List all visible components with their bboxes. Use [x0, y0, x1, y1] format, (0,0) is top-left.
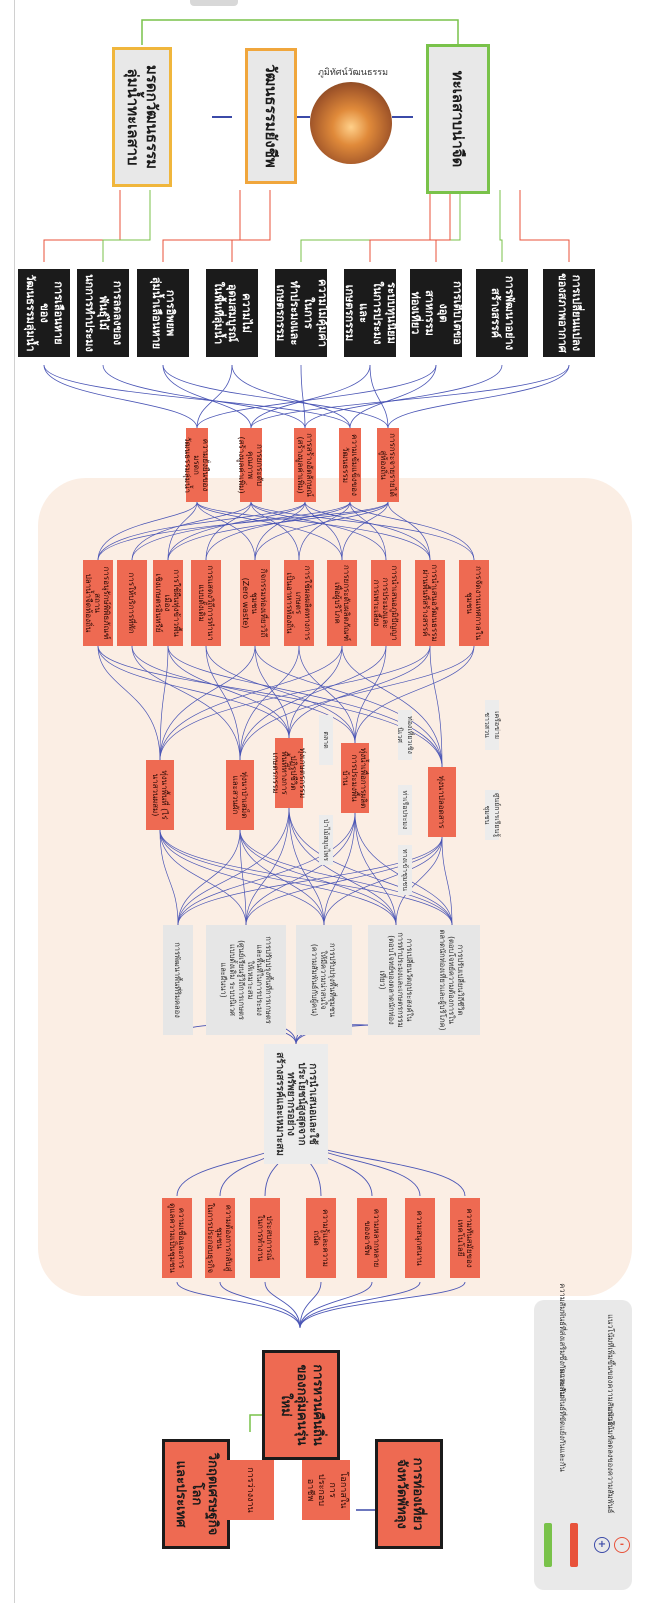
- approach-box: การปรับเปลี่ยนวิถีชีวิต(ตอบโจทย์ความต้อง…: [424, 925, 480, 1035]
- opportunity-box: โอกาสในการประกอบอาชีพ: [302, 1460, 350, 1520]
- outcome-box: การกระจายรายได้สู่ท้องถิ่น: [377, 428, 399, 502]
- strategy-box: การใช้ผลผลิตทางการเกษตรเป็นอาหารท้องถิ่น: [284, 560, 314, 646]
- strategy-box: การจัดงานเทศกาลในชุมชน: [459, 560, 489, 646]
- living-culture-box: วัฒนธรรมยังชีพ: [245, 48, 297, 184]
- legend-label: แนวโน้มที่ลดลงของความสัมพันธ์: [606, 1406, 615, 1514]
- subnote-label: ตลาด: [319, 715, 333, 765]
- unemployment-box: การว่างงาน: [226, 1460, 274, 1520]
- strategy-box: การอนุรักษ์พิพิธภัณฑ์สถานปลาน้ำจืดท้องถิ…: [83, 560, 113, 646]
- subnote-label: ท่าเรือประมง: [398, 785, 412, 835]
- plus-circle-icon: +: [594, 1537, 610, 1553]
- issue-box: ความไม่คุ้มค่าในการทำประมงและเกษตรกรรม: [274, 269, 329, 357]
- issue-box: การเลือนหายของวัฒนธรรมลุ่มน้ำ: [18, 269, 70, 357]
- space-box: ทุ่งนาป่าเสม็ดและสวนผัก: [226, 760, 254, 830]
- core-strategy-box: การนำเสนอและใช้ประโยชน์สูงสุดจากทรัพยากร…: [264, 1044, 328, 1164]
- approach-box: การพัฒนาพื้นที่ริมคลอง: [163, 925, 193, 1035]
- input-box: ความทันสมัยของเทคโนโลยี: [450, 1198, 480, 1278]
- subnote-label: ทางเข้าชุมชน: [398, 845, 412, 895]
- tourism-box: การท่องเที่ยวจังหวัดพัทลุง: [375, 1439, 443, 1549]
- issue-box: การพัฒนาอย่างสร้างสรรค์: [476, 269, 528, 357]
- issue-box: การลดลงของพันธุ์ไม้นกการทำประมง: [77, 269, 129, 357]
- global-crisis-box: วิกฤตเศรษฐกิจโลกและประเทศ: [162, 1439, 230, 1549]
- space-box: ทุ่งนาปลอดสาร: [428, 767, 456, 837]
- strategy-box: การนำเสนอภูมิปัญญาการประมงและการเพาะเลี้…: [371, 560, 401, 646]
- space-box: ทุ่งนาพื้นที่ (ไร่นาสวนผสม): [146, 760, 174, 830]
- outcome-box: ความยั่งยืนของมรดกวัฒนธรรมลุ่มน้ำ: [184, 428, 211, 502]
- input-box: ความหลากหลายของอาชีพ: [357, 1198, 387, 1278]
- outcome-box: การยกระดับคุณภาพ(สร้างมูลค่าเพิ่ม): [238, 428, 265, 502]
- landscape-label: ภูมิทัศน์วัฒนธรรม: [317, 68, 389, 78]
- subnote-label: เครือข่ายชาวสวน: [483, 700, 501, 750]
- subnote-label: ท่องเที่ยวเชิงนิเวศ: [396, 710, 414, 760]
- minus-circle-icon: -: [614, 1537, 630, 1553]
- subnote-label: ศูนย์การเรียนรู้ชุมชน: [483, 790, 501, 840]
- input-box: ความสนุกสนาน: [405, 1198, 435, 1278]
- arrow-green-icon: [544, 1523, 552, 1567]
- left-margin-rule: [14, 0, 15, 1603]
- approach-box: การเปลี่ยนวัตถุประสงค์ในการทำประมงและเกษ…: [368, 925, 424, 1035]
- input-box: ความรู้และความถนัด: [306, 1198, 336, 1278]
- issue-box: การเติบโตของอุตสาหกรรมท่องเที่ยว: [409, 269, 464, 357]
- strategy-box: การให้บริการที่พัก: [117, 560, 147, 646]
- space-box: ทุ่งน้ำเพื่อการผลิตการประมงพื้นบ้าน: [341, 743, 369, 813]
- scroll-notch: [190, 0, 238, 6]
- strategy-box: กิจกรรมท่องเที่ยววิถีชุมชน(Zero waste): [240, 560, 270, 646]
- space-box: ทุ่งเกษตรกรรมปฏิรูปชีวิตพื้นที่ทางการเกษ…: [271, 738, 307, 808]
- approach-box: การปรับปรุงพื้นที่ชุมชนให้มีความน่าสนใจ(…: [296, 925, 352, 1035]
- driver-box: การหวนคืนถิ่นของกลุ่มคนรุ่นใหม่: [262, 1350, 340, 1460]
- lake-box: ทะเลสาบน่าจืด: [426, 44, 490, 194]
- issue-box: การเปลี่ยนแปลงของสภาพอากาศ: [543, 269, 595, 357]
- input-box: ความเชื่อและการดูแลความเป็นชุมชน: [162, 1198, 192, 1278]
- strategy-box: การแสดงวิถีการทำนาแบบดั้งเดิม: [191, 560, 221, 646]
- strategy-box: การใช้ผืนทุ่งข้าวพื้นเมืองเชิงเกษตรอินทร…: [153, 560, 183, 646]
- arrow-red-icon: [570, 1523, 578, 1567]
- approach-box: การปรับปรุงพื้นที่การเกษตรและพื้นที่ในกา…: [206, 925, 286, 1035]
- outcome-box: ความเข้มแข็งของวัฒนธรรม: [339, 428, 361, 502]
- issue-box: ความไม่อุดมสมบูรณ์ในพื้นที่ลุ่มน้ำ: [206, 269, 258, 357]
- outcome-box: การสร้างอัตลักษณ์(สร้างมูลค่าเพิ่ม): [294, 428, 316, 502]
- heritage-box: มรดกวัฒนธรรมลุ่มน้ำทะเลสาบ: [112, 47, 172, 187]
- input-box: ประสบการณ์ในการทำงาน: [250, 1198, 280, 1278]
- input-box: ความต้องการกลับสู่ชุมชนในการประกอบธุรกิจ: [205, 1198, 235, 1278]
- subnote-label: ป่าไม้สมุนไพร: [319, 815, 333, 865]
- issue-box: การอิพยพลุ่มน้ำเลือนหาย: [137, 269, 189, 357]
- landscape-photo: [310, 82, 392, 164]
- legend-label: ความสัมพันธ์ที่ขัดแย้งกันและกัน: [558, 1368, 567, 1472]
- issue-box: ระบบทุนนิยมในการประมงและเกษตรกรรม: [343, 269, 398, 357]
- strategy-box: การนำเสนอวัฒนธรรมผ่านพื้นที่สร้างสรรค์: [415, 560, 445, 646]
- strategy-box: การยกระดับผลิตภัณฑ์เพื่อผู้บริโภค: [327, 560, 357, 646]
